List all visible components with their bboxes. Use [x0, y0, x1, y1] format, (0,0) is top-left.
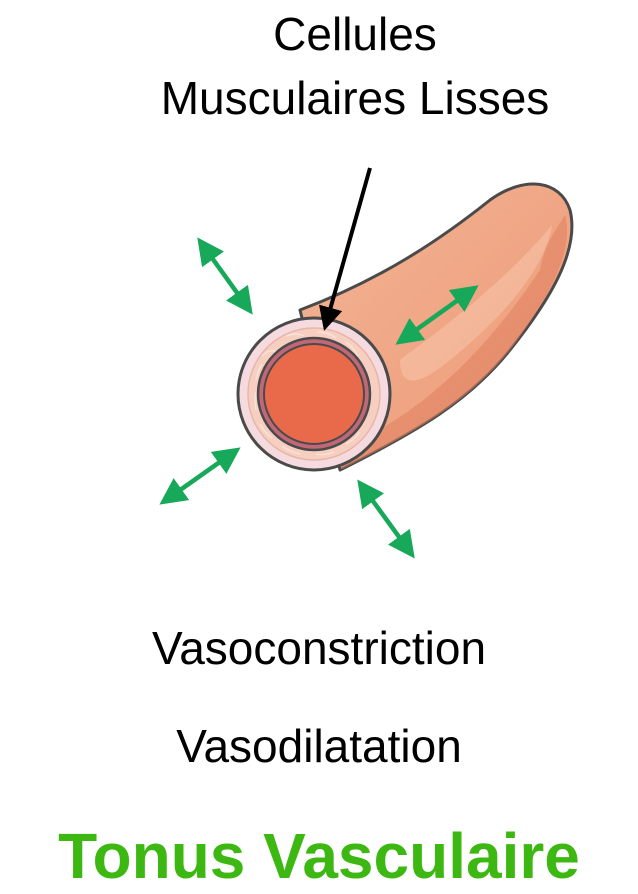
smooth-muscle-label-line1: Cellules: [90, 6, 620, 62]
title-label: Tonus Vasculaire: [0, 818, 638, 894]
green-double-arrow-upper-left: [202, 244, 248, 308]
vasoconstriction-label: Vasoconstriction: [0, 620, 638, 676]
green-double-arrow-lower-left: [166, 452, 234, 500]
green-double-arrow-lower-right: [362, 486, 410, 552]
vasodilatation-label: Vasodilatation: [0, 718, 638, 774]
lumen: [264, 344, 364, 444]
smooth-muscle-label-line2: Musculaires Lisses: [90, 70, 620, 126]
